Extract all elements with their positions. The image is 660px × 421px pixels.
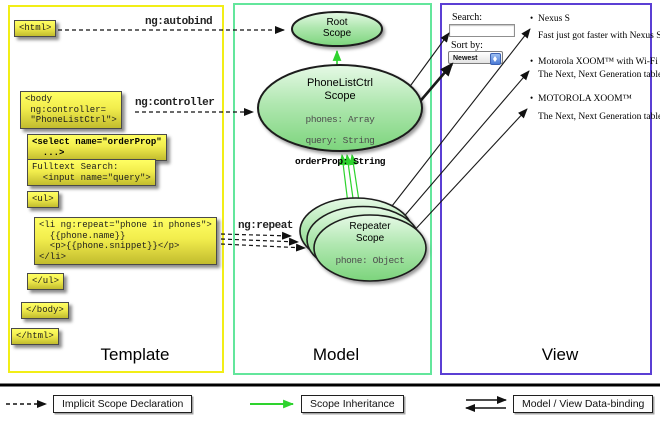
ng-controller-label: ng:controller xyxy=(135,97,215,109)
sort-dropdown-value: Newest xyxy=(453,55,478,62)
search-label: Search: xyxy=(452,12,482,23)
code-box-fulltext: Fulltext Search: <input name="query"> xyxy=(27,159,156,186)
phonelistctrl-scope-props: phones: Array query: String orderProp: S… xyxy=(258,104,422,178)
model-panel xyxy=(233,3,432,375)
item-title-text: MOTOROLA XOOM™ xyxy=(538,94,632,104)
view-panel-title: View xyxy=(541,345,579,364)
code-box-html-close: </html> xyxy=(11,328,59,345)
bullet-icon: • xyxy=(530,93,534,103)
code-box-body-close: </body> xyxy=(21,302,69,319)
bullet-icon: • xyxy=(530,56,534,66)
ng-repeat-label: ng:repeat xyxy=(238,220,293,232)
list-item-title: • MOTOROLA XOOM™ xyxy=(530,93,632,104)
list-item-desc: Fast just got faster with Nexus S. xyxy=(538,31,660,41)
code-box-ul-open: <ul> xyxy=(27,191,59,208)
item-title-text: Nexus S xyxy=(538,14,570,24)
legend-model-view-data-binding: Model / View Data-binding xyxy=(513,395,654,413)
repeater-scope-prop: phone: Object xyxy=(335,255,405,266)
prop-query: query: String xyxy=(305,134,375,146)
phonelistctrl-scope-label: PhoneListCtrl Scope xyxy=(306,77,374,102)
list-item-desc: The Next, Next Generation tablet. xyxy=(538,70,660,80)
code-box-select: <select name="orderProp" ...> xyxy=(27,134,167,161)
code-box-html-open: <html> xyxy=(14,20,57,37)
sort-dropdown[interactable]: Newest xyxy=(448,51,503,65)
prop-orderprop: orderProp: String xyxy=(294,155,386,167)
template-panel-title: Template xyxy=(100,345,170,364)
repeater-scope-label: Repeater Scope xyxy=(349,221,391,244)
code-box-li-repeat: <li ng:repeat="phone in phones"> {{phone… xyxy=(34,217,217,265)
code-box-ul-close: </ul> xyxy=(27,273,65,290)
stepper-icon xyxy=(490,53,501,65)
model-panel-title: Model xyxy=(312,345,360,364)
list-item-title: • Motorola XOOM™ with Wi-Fi xyxy=(530,56,658,67)
bullet-icon: • xyxy=(530,13,534,23)
item-title-text: Motorola XOOM™ with Wi-Fi xyxy=(538,57,658,67)
prop-phones: phones: Array xyxy=(305,113,375,125)
list-item-desc: The Next, Next Generation tablet. xyxy=(538,112,660,122)
legend-scope-inheritance: Scope Inheritance xyxy=(301,395,404,413)
list-item-title: • Nexus S xyxy=(530,13,570,24)
legend-implicit-scope-declaration: Implicit Scope Declaration xyxy=(53,395,193,413)
ng-autobind-label: ng:autobind xyxy=(145,16,213,28)
search-input[interactable] xyxy=(449,24,515,37)
sort-by-label: Sort by: xyxy=(451,40,483,51)
code-box-body-open: <body ng:controller= "PhoneListCtrl"> xyxy=(20,91,122,129)
root-scope-label: Root Scope xyxy=(322,17,352,39)
